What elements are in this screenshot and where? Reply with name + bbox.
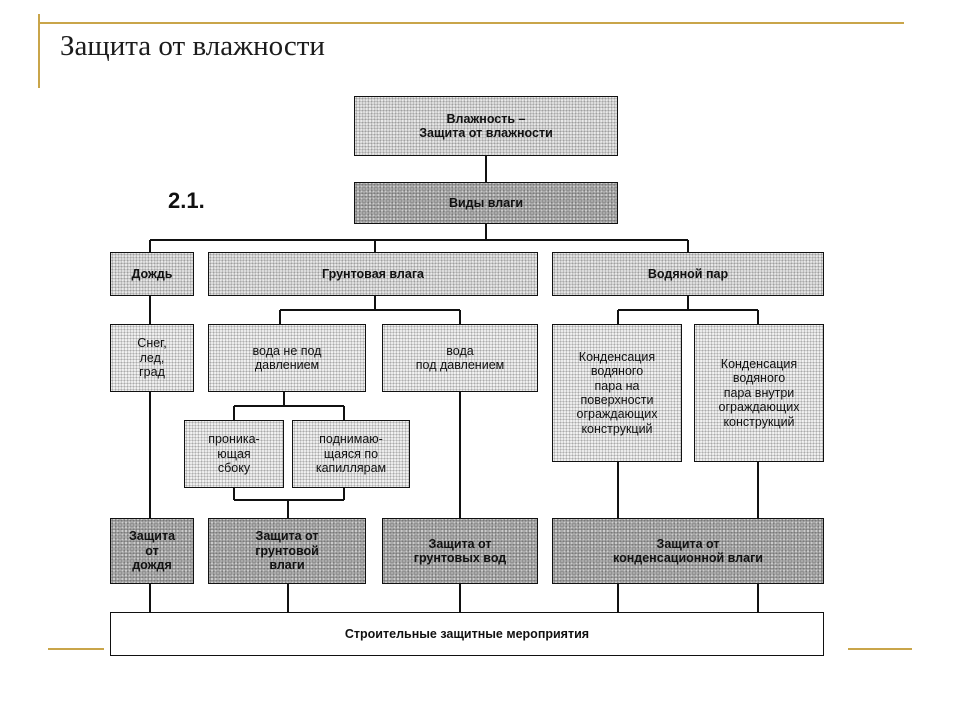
protect-rain-line-3: дождя [132, 558, 172, 573]
protect-condensation-line-2: конденсационной влаги [613, 551, 763, 565]
cond-surface-line-6: конструкций [581, 421, 653, 436]
water-vapor-label: Водяной пар [647, 266, 729, 281]
snow-line-1: Снег, [137, 336, 167, 351]
seeping-line-3: сбоку [217, 461, 251, 476]
construction-measures-label: Строительные защитные мероприятия [344, 626, 590, 641]
cond-surface-line-3: пара на [594, 378, 640, 393]
protect-ground-line-3: влаги [269, 558, 305, 573]
water-no-pressure-line-2: давлением [254, 358, 320, 372]
snow-ice-hail-box: Снег,лед,град [110, 324, 194, 392]
moisture-types-label: Виды влаги [448, 195, 524, 210]
protect-ground-line-2: грунтовой [255, 543, 319, 558]
title-accent-vertical [38, 14, 40, 88]
construction-measures-box: Строительные защитные мероприятия [110, 612, 824, 656]
capillary-line-1: поднимаю- [319, 432, 383, 447]
cond-inside-line-5: конструкций [723, 414, 795, 429]
footer-accent-right [848, 648, 912, 650]
cond-surface-line-4: поверхности [580, 393, 654, 407]
cond-inside-line-2: водяного [732, 371, 786, 386]
ground-moisture-box: Грунтовая влага [208, 252, 538, 296]
water-pressure-line-2: под давлением [415, 358, 505, 372]
seeping-line-1: проника- [208, 432, 260, 447]
ground-moisture-label: Грунтовая влага [322, 266, 424, 281]
water-no-pressure-line-1: вода не под [252, 343, 322, 358]
footer-accent-left [48, 648, 104, 650]
moisture-types-box: Виды влаги [354, 182, 618, 224]
seeping-line-2: ющая [217, 446, 251, 461]
slide-title: Защита от влажности [60, 30, 325, 62]
cond-surface-line-1: Конденсация [578, 349, 656, 364]
water-pressure-line-1: вода [446, 343, 474, 358]
snow-line-2: лед, [139, 350, 165, 365]
cond-inside-line-1: Конденсация [720, 357, 798, 372]
root-box: Влажность –Защита от влажности [354, 96, 618, 156]
snow-line-3: град [139, 365, 165, 380]
rain-label: Дождь [131, 266, 173, 281]
protect-ground-line-1: Защита от [255, 529, 319, 544]
cond-surface-line-5: ограждающих [576, 407, 658, 422]
capillary-line-2: щаяся по [323, 446, 379, 461]
protect-condensation-line-1: Защита от [656, 536, 720, 551]
title-accent-horizontal [38, 22, 904, 24]
water-vapor-box: Водяной пар [552, 252, 824, 296]
root-line-2: Защита от влажности [419, 126, 553, 140]
cond-inside-line-4: ограждающих [718, 400, 800, 415]
cond-surface-line-2: водяного [590, 364, 644, 379]
figure-number: 2.1. [168, 188, 205, 213]
rain-box: Дождь [110, 252, 194, 296]
root-line-1: Влажность – [446, 111, 526, 126]
protect-groundwater-line-2: грунтовых вод [413, 551, 507, 565]
protect-rain-line-1: Защита [128, 529, 176, 544]
cond-inside-line-3: пара внутри [723, 385, 795, 400]
capillary-line-3: капиллярам [315, 461, 387, 476]
protect-rain-line-2: от [145, 543, 159, 558]
protect-groundwater-line-1: Защита от [428, 536, 492, 551]
